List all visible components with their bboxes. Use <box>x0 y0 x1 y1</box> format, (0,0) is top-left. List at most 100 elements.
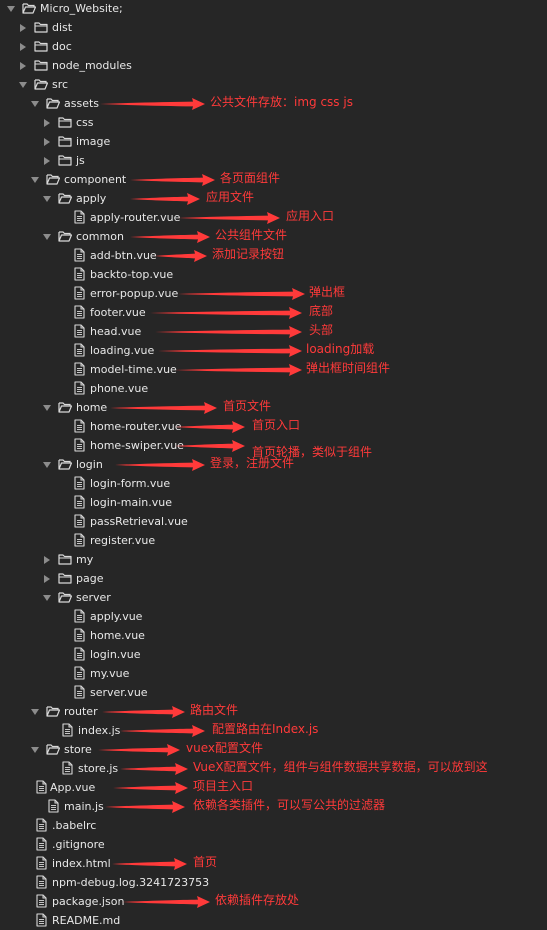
tree-item-label: login-form.vue <box>90 477 171 490</box>
tree-folder-row[interactable]: my <box>0 550 547 569</box>
tree-folder-row[interactable]: server <box>0 588 547 607</box>
caret-down-icon[interactable] <box>42 194 52 204</box>
caret-down-icon[interactable] <box>42 593 52 603</box>
tree-folder-row[interactable]: home <box>0 398 547 417</box>
tree-file-row[interactable]: store.js <box>0 759 547 778</box>
caret-right-icon[interactable] <box>42 137 52 147</box>
caret-down-icon[interactable] <box>30 99 40 109</box>
tree-folder-row[interactable]: store <box>0 740 547 759</box>
tree-item-label: server <box>76 591 111 604</box>
file-icon <box>74 495 85 509</box>
file-icon <box>36 913 47 927</box>
tree-file-row[interactable]: head.vue <box>0 322 547 341</box>
caret-right-icon[interactable] <box>18 61 28 71</box>
tree-file-row[interactable]: login-main.vue <box>0 493 547 512</box>
caret-down-icon[interactable] <box>42 460 52 470</box>
tree-folder-row[interactable]: src <box>0 75 547 94</box>
file-icon <box>74 248 85 262</box>
caret-right-icon[interactable] <box>42 574 52 584</box>
caret-right-icon[interactable] <box>42 555 52 565</box>
file-icon <box>74 685 85 699</box>
file-icon <box>74 647 85 661</box>
tree-item-label: Micro_Website; <box>40 2 123 15</box>
tree-folder-row[interactable]: Micro_Website; <box>0 0 547 18</box>
tree-file-row[interactable]: login.vue <box>0 645 547 664</box>
tree-item-label: phone.vue <box>90 382 149 395</box>
tree-file-row[interactable]: add-btn.vue <box>0 246 547 265</box>
tree-folder-row[interactable]: css <box>0 113 547 132</box>
tree-file-row[interactable]: .babelrc <box>0 816 547 835</box>
tree-item-label: head.vue <box>90 325 142 338</box>
tree-file-row[interactable]: error-popup.vue <box>0 284 547 303</box>
tree-item-label: index.html <box>52 857 111 870</box>
caret-down-icon[interactable] <box>6 4 16 14</box>
tree-item-label: README.md <box>52 914 121 927</box>
tree-file-row[interactable]: my.vue <box>0 664 547 683</box>
caret-right-icon[interactable] <box>42 118 52 128</box>
tree-folder-row[interactable]: login <box>0 455 547 474</box>
tree-file-row[interactable]: .gitignore <box>0 835 547 854</box>
tree-item-label: component <box>64 173 127 186</box>
tree-file-row[interactable]: home-swiper.vue <box>0 436 547 455</box>
caret-down-icon[interactable] <box>30 745 40 755</box>
tree-file-row[interactable]: phone.vue <box>0 379 547 398</box>
tree-file-row[interactable]: package.json <box>0 892 547 911</box>
tree-folder-row[interactable]: component <box>0 170 547 189</box>
tree-folder-row[interactable]: router <box>0 702 547 721</box>
tree-file-row[interactable]: register.vue <box>0 531 547 550</box>
tree-file-row[interactable]: npm-debug.log.3241723753 <box>0 873 547 892</box>
file-icon <box>74 438 85 452</box>
tree-folder-row[interactable]: apply <box>0 189 547 208</box>
caret-down-icon[interactable] <box>42 232 52 242</box>
caret-right-icon[interactable] <box>18 23 28 33</box>
tree-file-row[interactable]: footer.vue <box>0 303 547 322</box>
tree-file-row[interactable]: passRetrieval.vue <box>0 512 547 531</box>
tree-file-row[interactable]: home-router.vue <box>0 417 547 436</box>
tree-file-row[interactable]: model-time.vue <box>0 360 547 379</box>
tree-file-row[interactable]: apply.vue <box>0 607 547 626</box>
tree-file-row[interactable]: README.md <box>0 911 547 930</box>
file-icon <box>74 324 85 338</box>
folder-open-icon <box>58 459 72 470</box>
tree-item-label: css <box>76 116 94 129</box>
file-icon <box>74 533 85 547</box>
tree-file-row[interactable]: loading.vue <box>0 341 547 360</box>
tree-file-row[interactable]: index.html <box>0 854 547 873</box>
tree-item-label: register.vue <box>90 534 156 547</box>
tree-file-row[interactable]: home.vue <box>0 626 547 645</box>
tree-item-label: router <box>64 705 98 718</box>
folder-open-icon <box>58 231 72 242</box>
tree-file-row[interactable]: login-form.vue <box>0 474 547 493</box>
folder-open-icon <box>34 79 48 90</box>
tree-folder-row[interactable]: js <box>0 151 547 170</box>
tree-file-row[interactable]: App.vue <box>0 778 547 797</box>
tree-item-label: assets <box>64 97 100 110</box>
tree-file-row[interactable]: server.vue <box>0 683 547 702</box>
tree-item-label: store <box>64 743 92 756</box>
file-icon <box>74 514 85 528</box>
caret-down-icon[interactable] <box>30 707 40 717</box>
file-icon <box>36 780 47 794</box>
tree-folder-row[interactable]: assets <box>0 94 547 113</box>
caret-down-icon[interactable] <box>42 403 52 413</box>
file-icon <box>74 267 85 281</box>
tree-file-row[interactable]: index.js <box>0 721 547 740</box>
tree-item-label: model-time.vue <box>90 363 177 376</box>
caret-right-icon[interactable] <box>18 42 28 52</box>
caret-down-icon[interactable] <box>18 80 28 90</box>
folder-open-icon <box>46 98 60 109</box>
tree-file-row[interactable]: main.js <box>0 797 547 816</box>
tree-file-row[interactable]: apply-router.vue <box>0 208 547 227</box>
tree-folder-row[interactable]: common <box>0 227 547 246</box>
tree-folder-row[interactable]: node_modules <box>0 56 547 75</box>
tree-file-row[interactable]: backto-top.vue <box>0 265 547 284</box>
tree-folder-row[interactable]: doc <box>0 37 547 56</box>
tree-item-label: apply.vue <box>90 610 143 623</box>
tree-item-label: image <box>76 135 111 148</box>
caret-down-icon[interactable] <box>30 175 40 185</box>
tree-item-label: doc <box>52 40 72 53</box>
tree-folder-row[interactable]: dist <box>0 18 547 37</box>
tree-folder-row[interactable]: image <box>0 132 547 151</box>
caret-right-icon[interactable] <box>42 156 52 166</box>
tree-folder-row[interactable]: page <box>0 569 547 588</box>
